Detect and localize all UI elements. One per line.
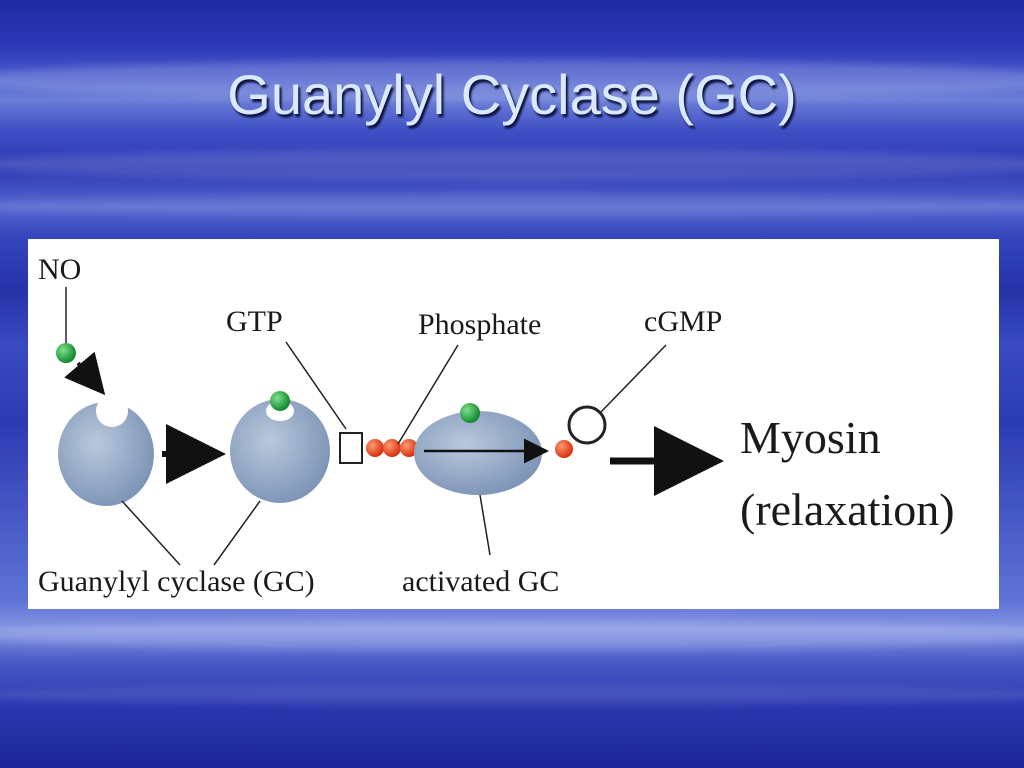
cgmp-ring-icon <box>567 405 607 445</box>
no-molecule-icon <box>460 403 480 423</box>
slide-title: Guanylyl Cyclase (GC) <box>227 63 797 126</box>
no-label: NO <box>38 253 81 286</box>
wave-highlight <box>0 60 1024 100</box>
phosphate-icon <box>400 439 418 457</box>
no-molecule-icon <box>270 391 290 411</box>
guanylyl-cyclase-enzyme <box>58 395 154 506</box>
wave-highlight <box>0 620 1024 650</box>
gtp-square-icon <box>339 432 363 464</box>
phosphate-icon <box>555 440 573 458</box>
cgmp-leader-line <box>599 344 667 414</box>
activated-gc-enzyme <box>414 403 542 495</box>
gtp-label: GTP <box>226 305 283 338</box>
cgmp-label: cGMP <box>644 305 722 338</box>
phosphate-icon <box>383 439 401 457</box>
no-molecule-icon <box>56 343 76 363</box>
gc-leader-line <box>213 500 261 566</box>
wave-highlight <box>0 195 1024 217</box>
guanylyl-cyclase-bound-enzyme <box>230 391 330 503</box>
myosin-label: Myosin <box>740 412 881 463</box>
guanylyl-cyclase-label: Guanylyl cyclase (GC) <box>38 565 315 598</box>
wave-highlight <box>0 685 1024 705</box>
relaxation-label: (relaxation) <box>740 484 955 535</box>
wave-highlight <box>0 150 1024 180</box>
diagram-panel: NO GTP <box>28 239 999 609</box>
phosphate-icon <box>366 439 384 457</box>
gtp-leader-line <box>285 341 347 430</box>
gc-leader-line <box>121 500 181 566</box>
phosphate-label: Phosphate <box>418 308 541 341</box>
activated-gc-leader-line <box>479 494 491 556</box>
phosphate-leader-line <box>397 344 459 445</box>
binding-arrow-icon <box>64 351 106 396</box>
activated-gc-label: activated GC <box>402 565 559 598</box>
